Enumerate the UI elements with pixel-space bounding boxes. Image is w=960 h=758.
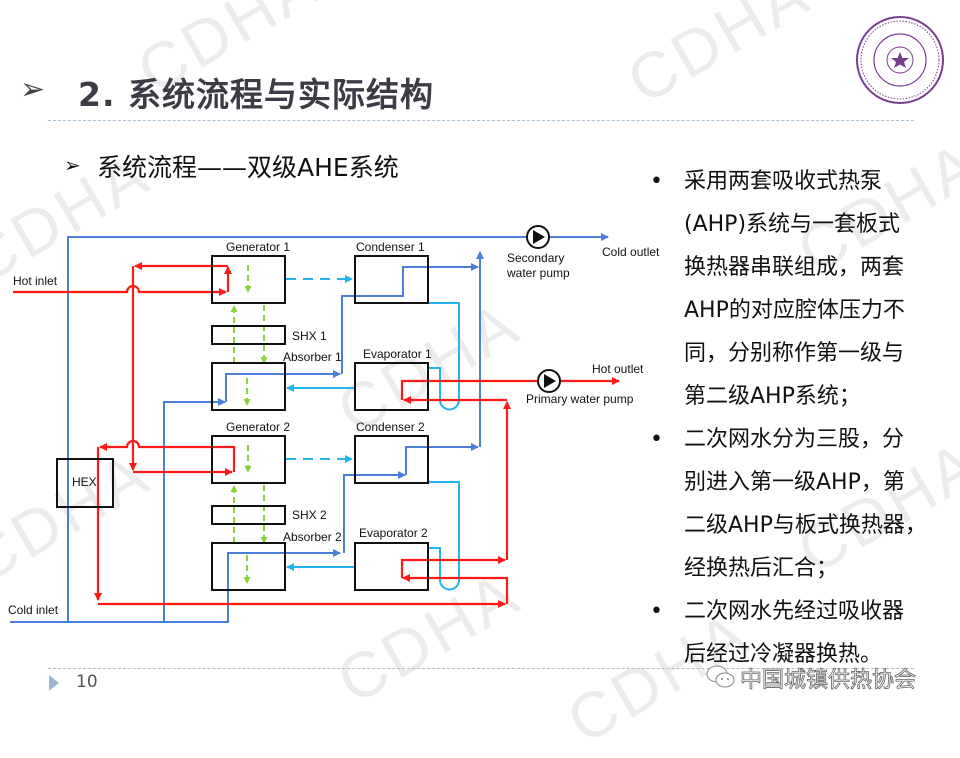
absorber-1-label: Absorber 1 <box>283 350 342 364</box>
evaporator-1-label: Evaporator 1 <box>363 347 432 361</box>
bullet-text: 二次网水先经过吸收器 <box>684 599 905 624</box>
bullet-list: • 采用两套吸收式热泵 (AHP)系统与一套板式 换热器串联组成，两套 AHP的对… <box>650 160 950 676</box>
condenser-1-label: Condenser 1 <box>356 240 425 254</box>
evaporator-1-box <box>354 362 429 411</box>
hex-box <box>56 458 114 508</box>
shx-2-label: SHX 2 <box>292 508 327 522</box>
hex-label: HEX <box>72 475 97 489</box>
cold-inlet-label: Cold inlet <box>8 603 59 617</box>
page-marker-icon <box>49 675 59 691</box>
shx-2-box <box>211 505 286 525</box>
evaporator-2-label: Evaporator 2 <box>359 526 428 540</box>
secondary-water-pump-icon <box>526 225 550 249</box>
organization-name: 中国城镇供热协会 <box>740 668 917 694</box>
system-flow-diagram: Generator 1 Condenser 1 SHX 1 Absorber 1… <box>8 225 660 623</box>
generator-1-label: Generator 1 <box>226 240 290 254</box>
bullet-dot-icon: • <box>650 169 663 194</box>
bullet-item: • 二次网水先经过吸收器 后经过冷凝器换热。 <box>650 590 950 676</box>
bullet-text: (AHP)系统与一套板式 <box>684 212 901 237</box>
bullet-item: • 采用两套吸收式热泵 (AHP)系统与一套板式 换热器串联组成，两套 AHP的对… <box>650 160 950 418</box>
solution-lines <box>230 265 268 584</box>
cold-outlet-label: Cold outlet <box>602 245 660 259</box>
subtitle-arrow-icon: ➢ <box>64 153 81 177</box>
absorber-1-box <box>211 362 286 411</box>
secondary-pump-label: Secondary <box>507 251 564 265</box>
bullet-text: 第二级AHP系统； <box>684 384 861 409</box>
bullet-text: 经换热后汇合； <box>684 556 839 581</box>
generator-2-box <box>211 435 286 484</box>
evaporator-2-box <box>354 542 429 591</box>
hot-water-lines <box>13 262 620 608</box>
bullet-text: 后经过冷凝器换热。 <box>684 642 883 667</box>
generator-2-label: Generator 2 <box>226 420 290 434</box>
cold-water-lines <box>10 233 609 623</box>
absorber-2-box <box>211 542 286 591</box>
bullet-text: 二级AHP与板式换热器， <box>684 513 927 538</box>
page-number: 10 <box>76 672 98 692</box>
bullet-text: 换热器串联组成，两套 <box>684 255 905 280</box>
condenser-2-box <box>354 435 429 484</box>
bullet-text: 同，分别称作第一级与 <box>684 341 905 366</box>
condenser-2-label: Condenser 2 <box>356 420 425 434</box>
hot-outlet-label: Hot outlet <box>592 362 644 376</box>
bullet-item: • 二次网水分为三股，分 别进入第一级AHP，第 二级AHP与板式换热器， 经换热… <box>650 418 950 590</box>
bullet-text: 二次网水分为三股，分 <box>684 427 905 452</box>
university-logo <box>856 16 944 104</box>
wechat-icon <box>706 665 735 688</box>
absorber-2-label: Absorber 2 <box>283 530 342 544</box>
footer-divider <box>48 668 914 669</box>
shx-1-box <box>211 325 286 345</box>
page-title: 2. 系统流程与实际结构 <box>78 75 434 114</box>
generator-1-box <box>211 255 286 304</box>
title-divider <box>48 120 914 121</box>
bullet-dot-icon: • <box>650 599 663 624</box>
bullet-dot-icon: • <box>650 427 663 452</box>
secondary-pump-label: water pump <box>506 266 570 280</box>
title-arrow-icon: ➢ <box>20 72 46 107</box>
bullet-text: AHP的对应腔体压力不 <box>684 298 905 323</box>
shx-1-label: SHX 1 <box>292 329 327 343</box>
bullet-text: 采用两套吸收式热泵 <box>684 169 883 194</box>
bullet-text: 别进入第一级AHP，第 <box>684 470 905 495</box>
condenser-1-box <box>354 255 429 304</box>
hot-inlet-label: Hot inlet <box>13 274 58 288</box>
primary-pump-label: Primary water pump <box>526 392 634 406</box>
primary-water-pump-icon <box>537 369 561 393</box>
subtitle: 系统流程——双级AHE系统 <box>97 153 399 182</box>
